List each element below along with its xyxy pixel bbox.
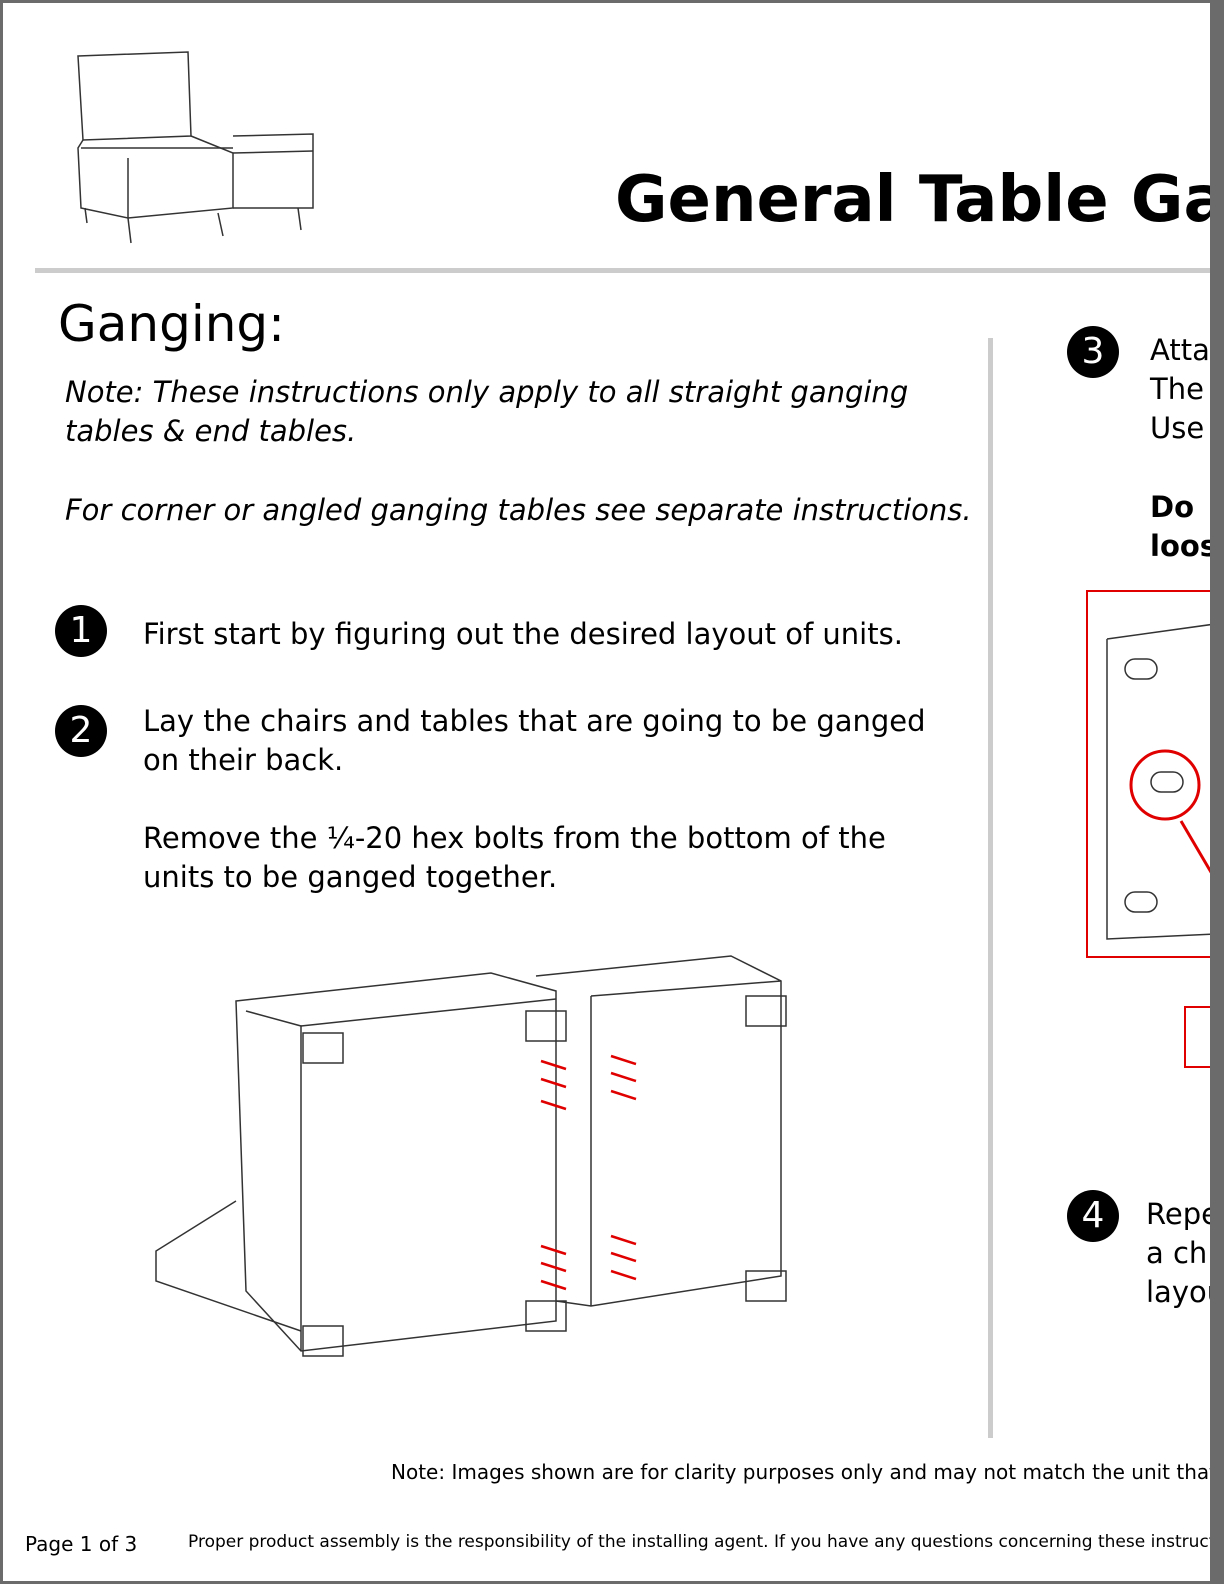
- step-3-text: Atta The Use: [1150, 331, 1210, 448]
- step-2-text: Lay the chairs and tables that are going…: [143, 702, 926, 780]
- step-2-extra-text: Remove the ¼-20 hex bolts from the botto…: [143, 819, 886, 897]
- note-straight-tables: Note: These instructions only apply to a…: [65, 373, 908, 451]
- step-4-text: Repe a ch layou: [1146, 1195, 1210, 1312]
- note-corner-tables: For corner or angled ganging tables see …: [65, 493, 972, 527]
- step-line: The: [1150, 372, 1204, 406]
- step-line: a ch: [1146, 1236, 1208, 1270]
- step-line: Remove the ¼-20 hex bolts from the botto…: [143, 821, 886, 855]
- chair-illustration: [77, 51, 314, 244]
- header-divider: [35, 268, 1210, 273]
- step-line: Use: [1150, 411, 1205, 445]
- ganging-illustration: [155, 955, 787, 1357]
- step-3-warning: Do loos: [1150, 488, 1210, 566]
- note-line: Note: These instructions only apply to a…: [65, 375, 909, 409]
- bracket-detail-illustration: [1086, 590, 1210, 1068]
- step-line: Lay the chairs and tables that are going…: [143, 704, 926, 738]
- page-number: Page 1 of 3: [25, 1532, 138, 1556]
- step-1-badge: 1: [55, 605, 107, 657]
- assembly-disclaimer: Proper product assembly is the responsib…: [188, 1532, 1210, 1552]
- step-line: Repe: [1146, 1197, 1210, 1231]
- step-line: units to be ganged together.: [143, 860, 558, 894]
- section-heading: Ganging:: [58, 295, 285, 353]
- step-1-text: First start by figuring out the desired …: [143, 617, 903, 651]
- warning-line: Do: [1150, 490, 1194, 524]
- column-divider: [988, 338, 993, 1438]
- step-4-badge: 4: [1067, 1190, 1119, 1242]
- step-line: Atta: [1150, 333, 1210, 367]
- step-line: layou: [1146, 1275, 1210, 1309]
- warning-line: loos: [1150, 529, 1210, 563]
- step-2-badge: 2: [55, 705, 107, 757]
- page-title: General Table Gan: [615, 163, 1210, 237]
- document-page: General Table Gan Ganging: Note: These i…: [3, 3, 1210, 1581]
- note-line: tables & end tables.: [65, 414, 357, 448]
- step-line: on their back.: [143, 743, 344, 777]
- step-3-badge: 3: [1067, 326, 1119, 378]
- image-disclaimer: Note: Images shown are for clarity purpo…: [391, 1460, 1210, 1484]
